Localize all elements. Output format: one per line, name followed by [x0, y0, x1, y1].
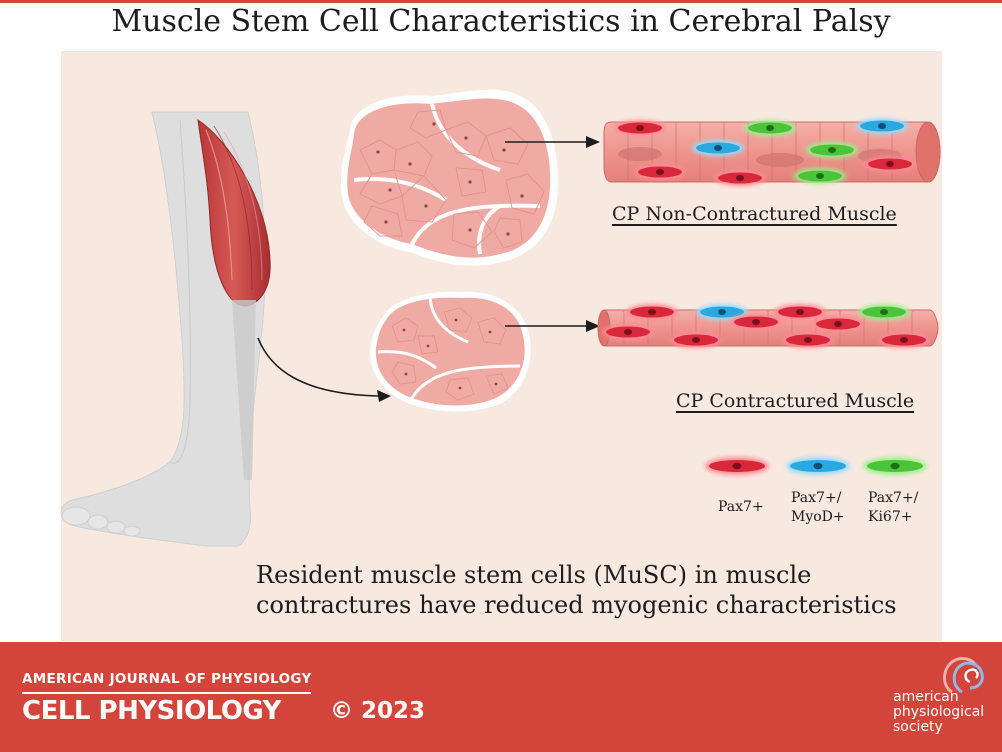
legend-label-pax7-myod: Pax7+/ MyoD+ [791, 489, 845, 527]
copyright-year: © 2023 [330, 698, 426, 724]
summary-statement: Resident muscle stem cells (MuSC) in mus… [256, 560, 897, 620]
legend-label-pax7: Pax7+ [718, 498, 764, 517]
caption-non-contractured: CP Non-Contractured Muscle [612, 203, 897, 225]
contractured-fiber [597, 304, 939, 348]
legend-text-pax7: Pax7+ [718, 499, 764, 515]
society-line-2: physiological [893, 704, 985, 720]
figure-title: Muscle Stem Cell Characteristics in Cere… [111, 4, 891, 39]
legend-text-pax7-ki67-1: Pax7+/ [868, 490, 919, 506]
society-line-3: society [893, 719, 943, 735]
non-contractured-cross-section [340, 89, 600, 266]
summary-line-1: Resident muscle stem cells (MuSC) in mus… [256, 561, 812, 589]
illustration-artwork [60, 89, 941, 547]
journal-name: CELL PHYSIOLOGY [22, 696, 282, 726]
legend-text-pax7-myod-1: Pax7+/ [791, 490, 842, 506]
caption-contractured: CP Contractured Muscle [676, 390, 915, 412]
non-contractured-fiber [603, 118, 941, 186]
legend-label-pax7-ki67: Pax7+/ Ki67+ [868, 489, 918, 527]
journal-rule [22, 692, 311, 694]
contractured-cross-section [369, 291, 600, 412]
leg-illustration [60, 111, 391, 547]
summary-line-2: contractures have reduced myogenic chara… [256, 591, 897, 619]
footer-banner [0, 642, 1002, 752]
society-line-1: american [893, 689, 959, 705]
legend-cells [705, 457, 927, 475]
legend-text-pax7-myod-2: MyoD+ [791, 509, 845, 525]
top-rule [0, 0, 1002, 3]
legend-text-pax7-ki67-2: Ki67+ [868, 509, 913, 525]
journal-subtitle: AMERICAN JOURNAL OF PHYSIOLOGY [22, 671, 312, 687]
society-logo-icon [943, 657, 984, 694]
